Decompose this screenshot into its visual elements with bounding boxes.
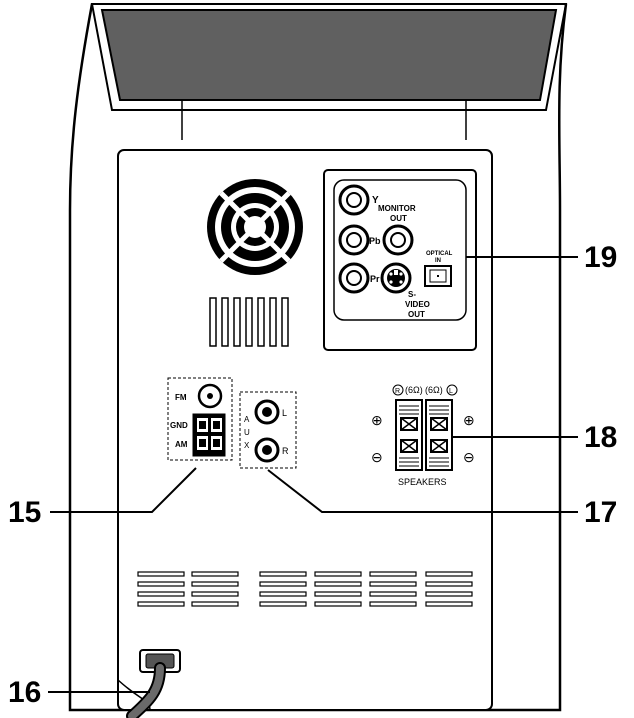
aux-l-jack[interactable] [254, 399, 280, 425]
video-output-panel: Y Pb MONITOR OUT Pr S- [323, 169, 477, 351]
speaker-plus-right: ⊕ [463, 412, 475, 428]
aux-r-jack[interactable] [254, 437, 280, 463]
antenna-block: FM GND AM [167, 377, 233, 461]
aux-letter-a: A [244, 415, 250, 424]
fm-antenna-jack[interactable] [197, 383, 223, 409]
speaker-minus-left: ⊖ [371, 449, 383, 465]
vent-slots [209, 297, 289, 347]
speaker-l-terminal[interactable] [425, 399, 453, 471]
svideo-label-line2: VIDEO [405, 300, 430, 309]
aux-l-label: L [282, 408, 287, 418]
speaker-r-impedance: (6Ω) [405, 385, 423, 395]
leader-17 [267, 469, 578, 513]
gnd-label: GND [170, 421, 188, 430]
optical-label-line1: OPTICAL [426, 251, 453, 257]
svideo-label-line1: S- [408, 290, 416, 299]
y-jack[interactable] [338, 184, 370, 216]
callout-lines [48, 256, 578, 693]
am-gnd-terminal[interactable] [192, 413, 226, 457]
speaker-r-mark: R [395, 388, 400, 395]
speaker-plus-left: ⊕ [371, 412, 383, 428]
optical-label-line2: IN [435, 258, 441, 264]
fan-grille [207, 179, 303, 275]
speaker-r-terminal[interactable] [395, 399, 423, 471]
speaker-minus-right: ⊖ [463, 449, 475, 465]
svideo-label-line3: OUT [408, 310, 425, 319]
optical-in-port[interactable] [424, 265, 452, 287]
pb-label: Pb [369, 236, 381, 246]
monitor-out-jack[interactable] [382, 224, 414, 256]
am-label: AM [175, 440, 188, 449]
aux-r-label: R [282, 446, 289, 456]
y-label: Y [372, 195, 379, 206]
fm-label: FM [175, 393, 187, 402]
callout-15: 15 [8, 496, 41, 529]
power-cord [126, 649, 181, 718]
pb-jack[interactable] [338, 224, 370, 256]
aux-letter-u: U [244, 428, 250, 437]
callout-17: 17 [584, 496, 617, 529]
speaker-terminals: R (6Ω) (6Ω) L ⊕ ⊖ ⊕ ⊖ [371, 384, 475, 487]
aux-block: A U X L R [239, 391, 297, 469]
pr-jack[interactable] [338, 262, 370, 294]
monitor-out-label-line1: MONITOR [378, 204, 416, 213]
callout-19: 19 [584, 241, 617, 274]
aux-letter-x: X [244, 441, 250, 450]
pr-label: Pr [370, 274, 380, 284]
leader-15 [50, 467, 197, 513]
top-panel-bezel [90, 3, 568, 111]
monitor-out-label-line2: OUT [390, 214, 407, 223]
svideo-jack[interactable] [380, 262, 412, 294]
callout-16: 16 [8, 676, 41, 709]
callout-18: 18 [584, 421, 617, 454]
speakers-label: SPEAKERS [398, 477, 447, 487]
top-panel [100, 9, 558, 101]
bottom-vent-grille [137, 571, 473, 607]
speaker-l-mark: L [449, 388, 453, 395]
speaker-l-impedance: (6Ω) [425, 385, 443, 395]
